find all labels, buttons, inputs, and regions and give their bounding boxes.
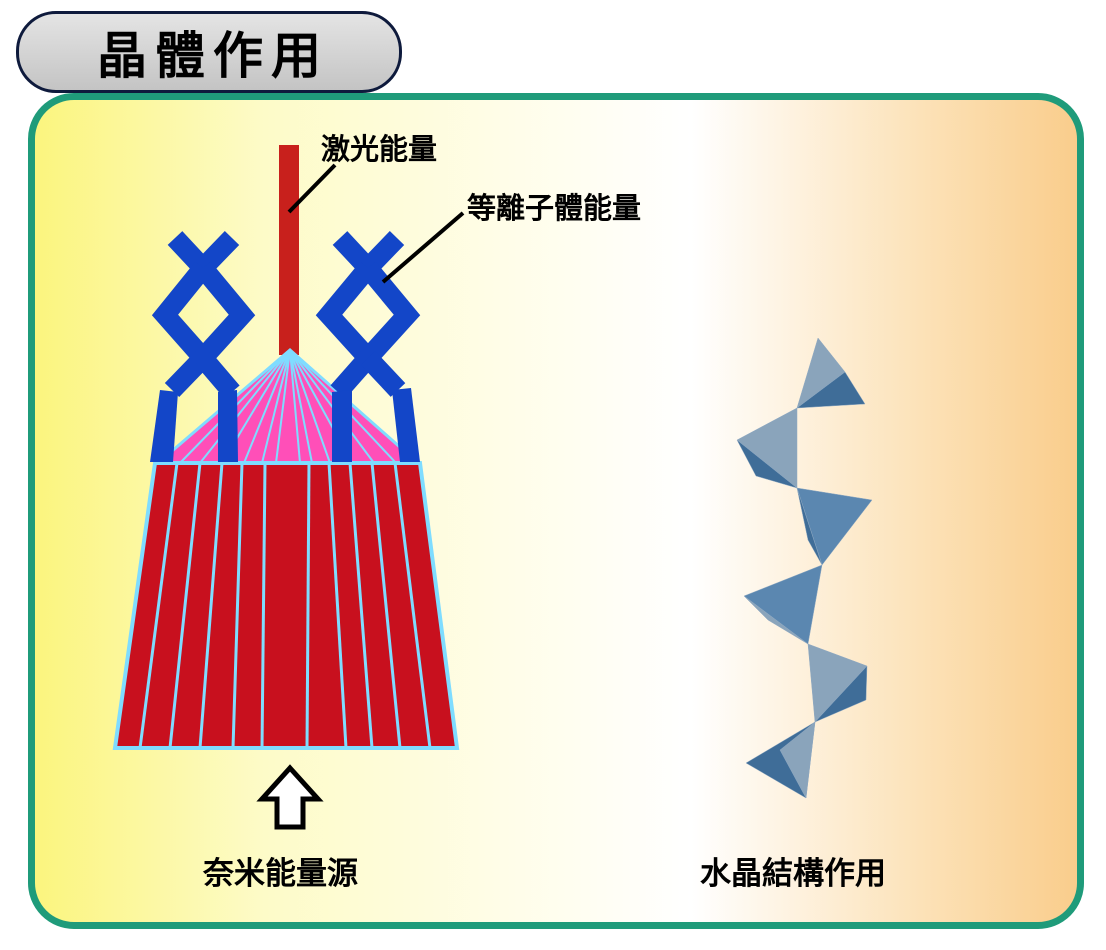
nano-energy-source-body [112,461,460,750]
laser-beam [279,145,299,355]
right-plasma-structure [315,231,421,399]
crystal-tetrahedron [796,337,866,409]
crystal-tetrahedron [807,643,868,723]
page-title: 晶體作用 [97,27,329,85]
crystal-tetrahedron [736,407,798,489]
crystal-tetrahedron [743,564,823,645]
plasma-energy-label: 等離子體能量 [467,191,642,225]
left-inner-leg [218,390,238,462]
crystal-tetrahedron [796,487,873,566]
up-arrow-icon [256,764,324,830]
left-plasma-structure [151,231,256,399]
laser-leader-line [287,163,337,214]
right-outer-leg [392,388,420,462]
title-tab: 晶體作用 [16,11,402,93]
laser-energy-label: 激光能量 [321,132,438,166]
plasma-leader-line [381,211,465,284]
crystal-structure [736,337,873,799]
left-outer-leg [150,390,178,462]
crystal-structure-label: 水晶結構作用 [700,856,886,892]
nano-energy-source-label: 奈米能量源 [203,856,358,892]
right-inner-leg [332,390,352,462]
crystal-tetrahedron [745,721,816,799]
